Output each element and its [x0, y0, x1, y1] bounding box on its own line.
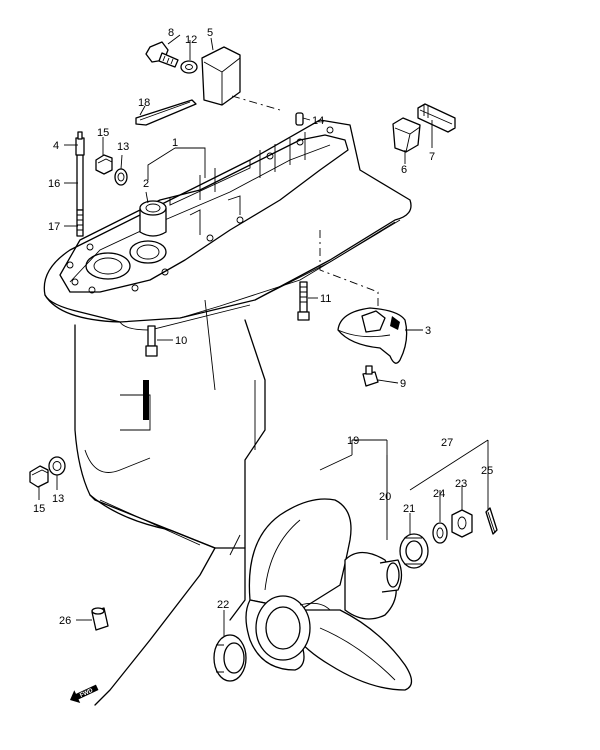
- callout-14: 14: [312, 115, 324, 127]
- washer-part-12: [180, 60, 198, 74]
- callout-2: 2: [143, 178, 149, 190]
- callout-17: 17: [48, 221, 60, 233]
- centerline-tab: [319, 230, 379, 308]
- cotter-pin-part-25: [485, 507, 498, 535]
- propeller-part-20: [245, 498, 413, 691]
- callout-19: 19: [347, 435, 359, 447]
- callout-26: 26: [59, 615, 71, 627]
- bracket-part-6: [392, 117, 421, 153]
- callout-11: 11: [320, 293, 331, 305]
- drain-plug-part-15-upper: [95, 154, 113, 175]
- bolt-part-8: [145, 41, 179, 68]
- callout-27: 27: [441, 437, 453, 449]
- thrust-hub-part-22: [213, 634, 247, 682]
- callout-5: 5: [207, 27, 213, 39]
- callout-13-upper: 13: [117, 141, 129, 153]
- washer-part-13-upper: [114, 168, 128, 186]
- callout-8: 8: [168, 27, 174, 39]
- pin-part-14: [295, 112, 304, 126]
- washer-part-13-lower: [48, 456, 66, 476]
- callout-1: 1: [172, 137, 178, 149]
- callout-23: 23: [455, 478, 467, 490]
- bracket-part-7: [417, 103, 456, 133]
- centerline-block: [231, 95, 281, 111]
- drain-plug-part-15-lower: [29, 465, 49, 488]
- gear-case-housing: [43, 119, 412, 706]
- nut-part-23: [451, 509, 473, 538]
- callout-22: 22: [217, 599, 229, 611]
- callout-12: 12: [185, 34, 197, 46]
- trim-tab-part-3: [337, 307, 408, 364]
- bolt-part-11: [297, 281, 310, 321]
- bolt-part-9: [362, 365, 379, 387]
- callout-25: 25: [481, 465, 493, 477]
- callout-15-lower: 15: [33, 503, 45, 515]
- spacer-part-21: [399, 533, 429, 569]
- fwd-label: FWD: [79, 687, 95, 698]
- callout-6: 6: [401, 164, 407, 176]
- callout-16: 16: [48, 178, 60, 190]
- callout-3: 3: [425, 325, 431, 337]
- clip-part-18: [135, 99, 197, 126]
- callout-21: 21: [403, 503, 415, 515]
- block-part-5: [201, 46, 241, 106]
- callout-18: 18: [138, 97, 150, 109]
- callout-4: 4: [53, 140, 59, 152]
- water-tube-part-16: [75, 131, 85, 237]
- anode-part-26: [91, 607, 109, 631]
- washer-part-24: [432, 522, 448, 544]
- callout-9: 9: [400, 378, 406, 390]
- callout-10: 10: [175, 335, 187, 347]
- callout-13-lower: 13: [52, 493, 64, 505]
- callout-20: 20: [379, 491, 391, 503]
- fwd-arrow-icon: FWD: [70, 684, 99, 703]
- callout-7: 7: [429, 151, 435, 163]
- callout-15-upper: 15: [97, 127, 109, 139]
- callout-24: 24: [433, 488, 445, 500]
- leader-lines: [38, 34, 489, 636]
- bolt-part-10: [145, 325, 158, 357]
